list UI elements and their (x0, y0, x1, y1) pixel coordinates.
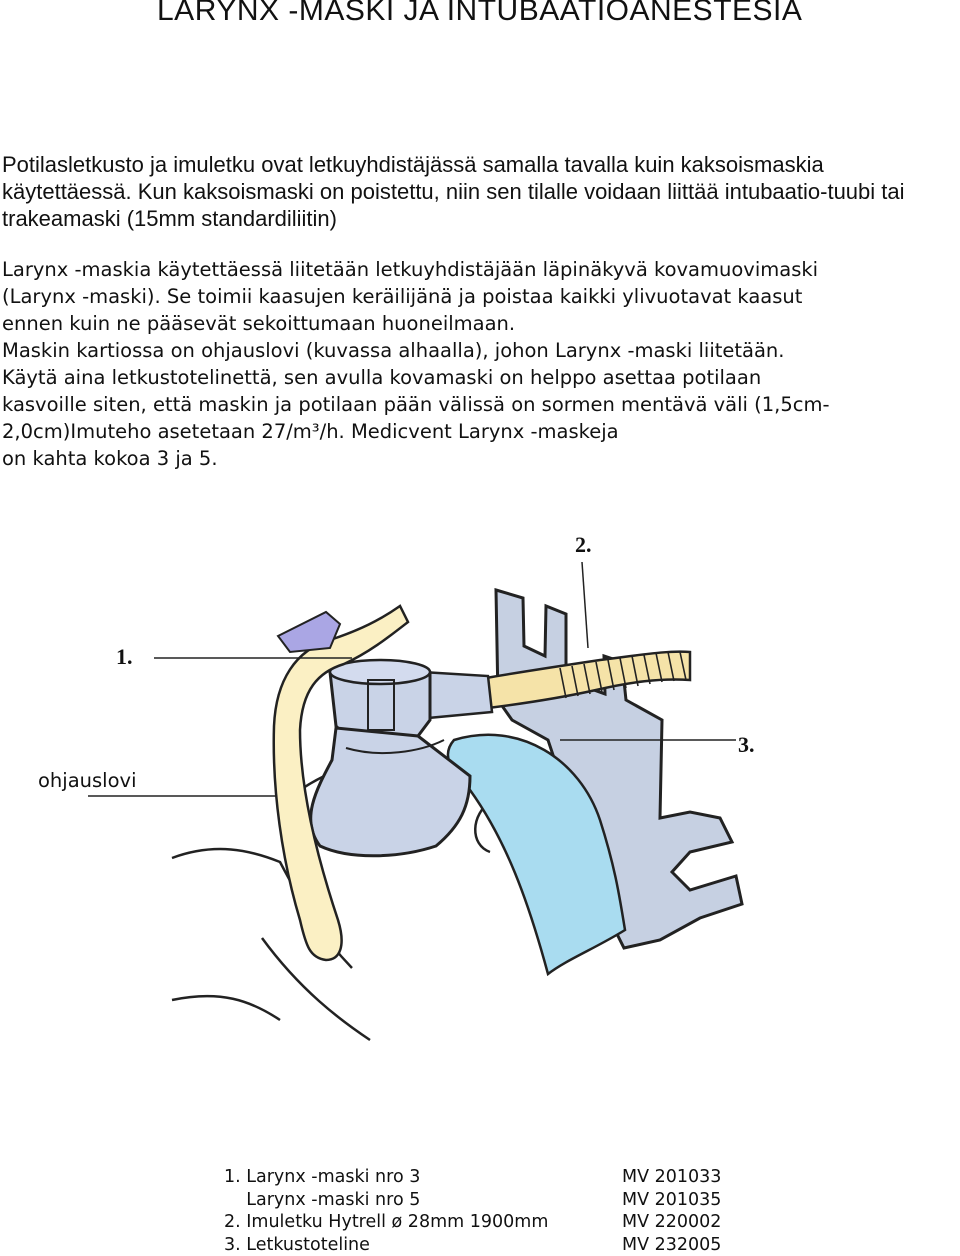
legend-item-name: 2. Imuletku Hytrell ø 28mm 1900mm (224, 1211, 548, 1234)
legend-item-code: MV 201033 (622, 1166, 721, 1189)
figure-label-ohjauslovi: ohjauslovi (38, 769, 136, 792)
figure-label-3: 3. (738, 732, 755, 758)
legend-item-code: MV 220002 (622, 1211, 721, 1234)
legend-row: 1. Larynx -maski nro 3 MV 201033 (224, 1166, 744, 1189)
legend-item-code: MV 232005 (622, 1234, 721, 1256)
figure-label-2: 2. (575, 532, 592, 558)
figure-label-1: 1. (116, 644, 133, 670)
hose-connector (422, 672, 492, 718)
legend-row: Larynx -maski nro 5 MV 201035 (224, 1189, 744, 1212)
parts-legend: 1. Larynx -maski nro 3 MV 201033 Larynx … (224, 1166, 744, 1256)
legend-item-code: MV 201035 (622, 1189, 721, 1212)
legend-row: 3. Letkustoteline MV 232005 (224, 1234, 744, 1256)
legend-item-name: Larynx -maski nro 5 (224, 1189, 420, 1212)
legend-item-name: 3. Letkustoteline (224, 1234, 370, 1256)
legend-item-name: 1. Larynx -maski nro 3 (224, 1166, 420, 1189)
legend-row: 2. Imuletku Hytrell ø 28mm 1900mm MV 220… (224, 1211, 744, 1234)
